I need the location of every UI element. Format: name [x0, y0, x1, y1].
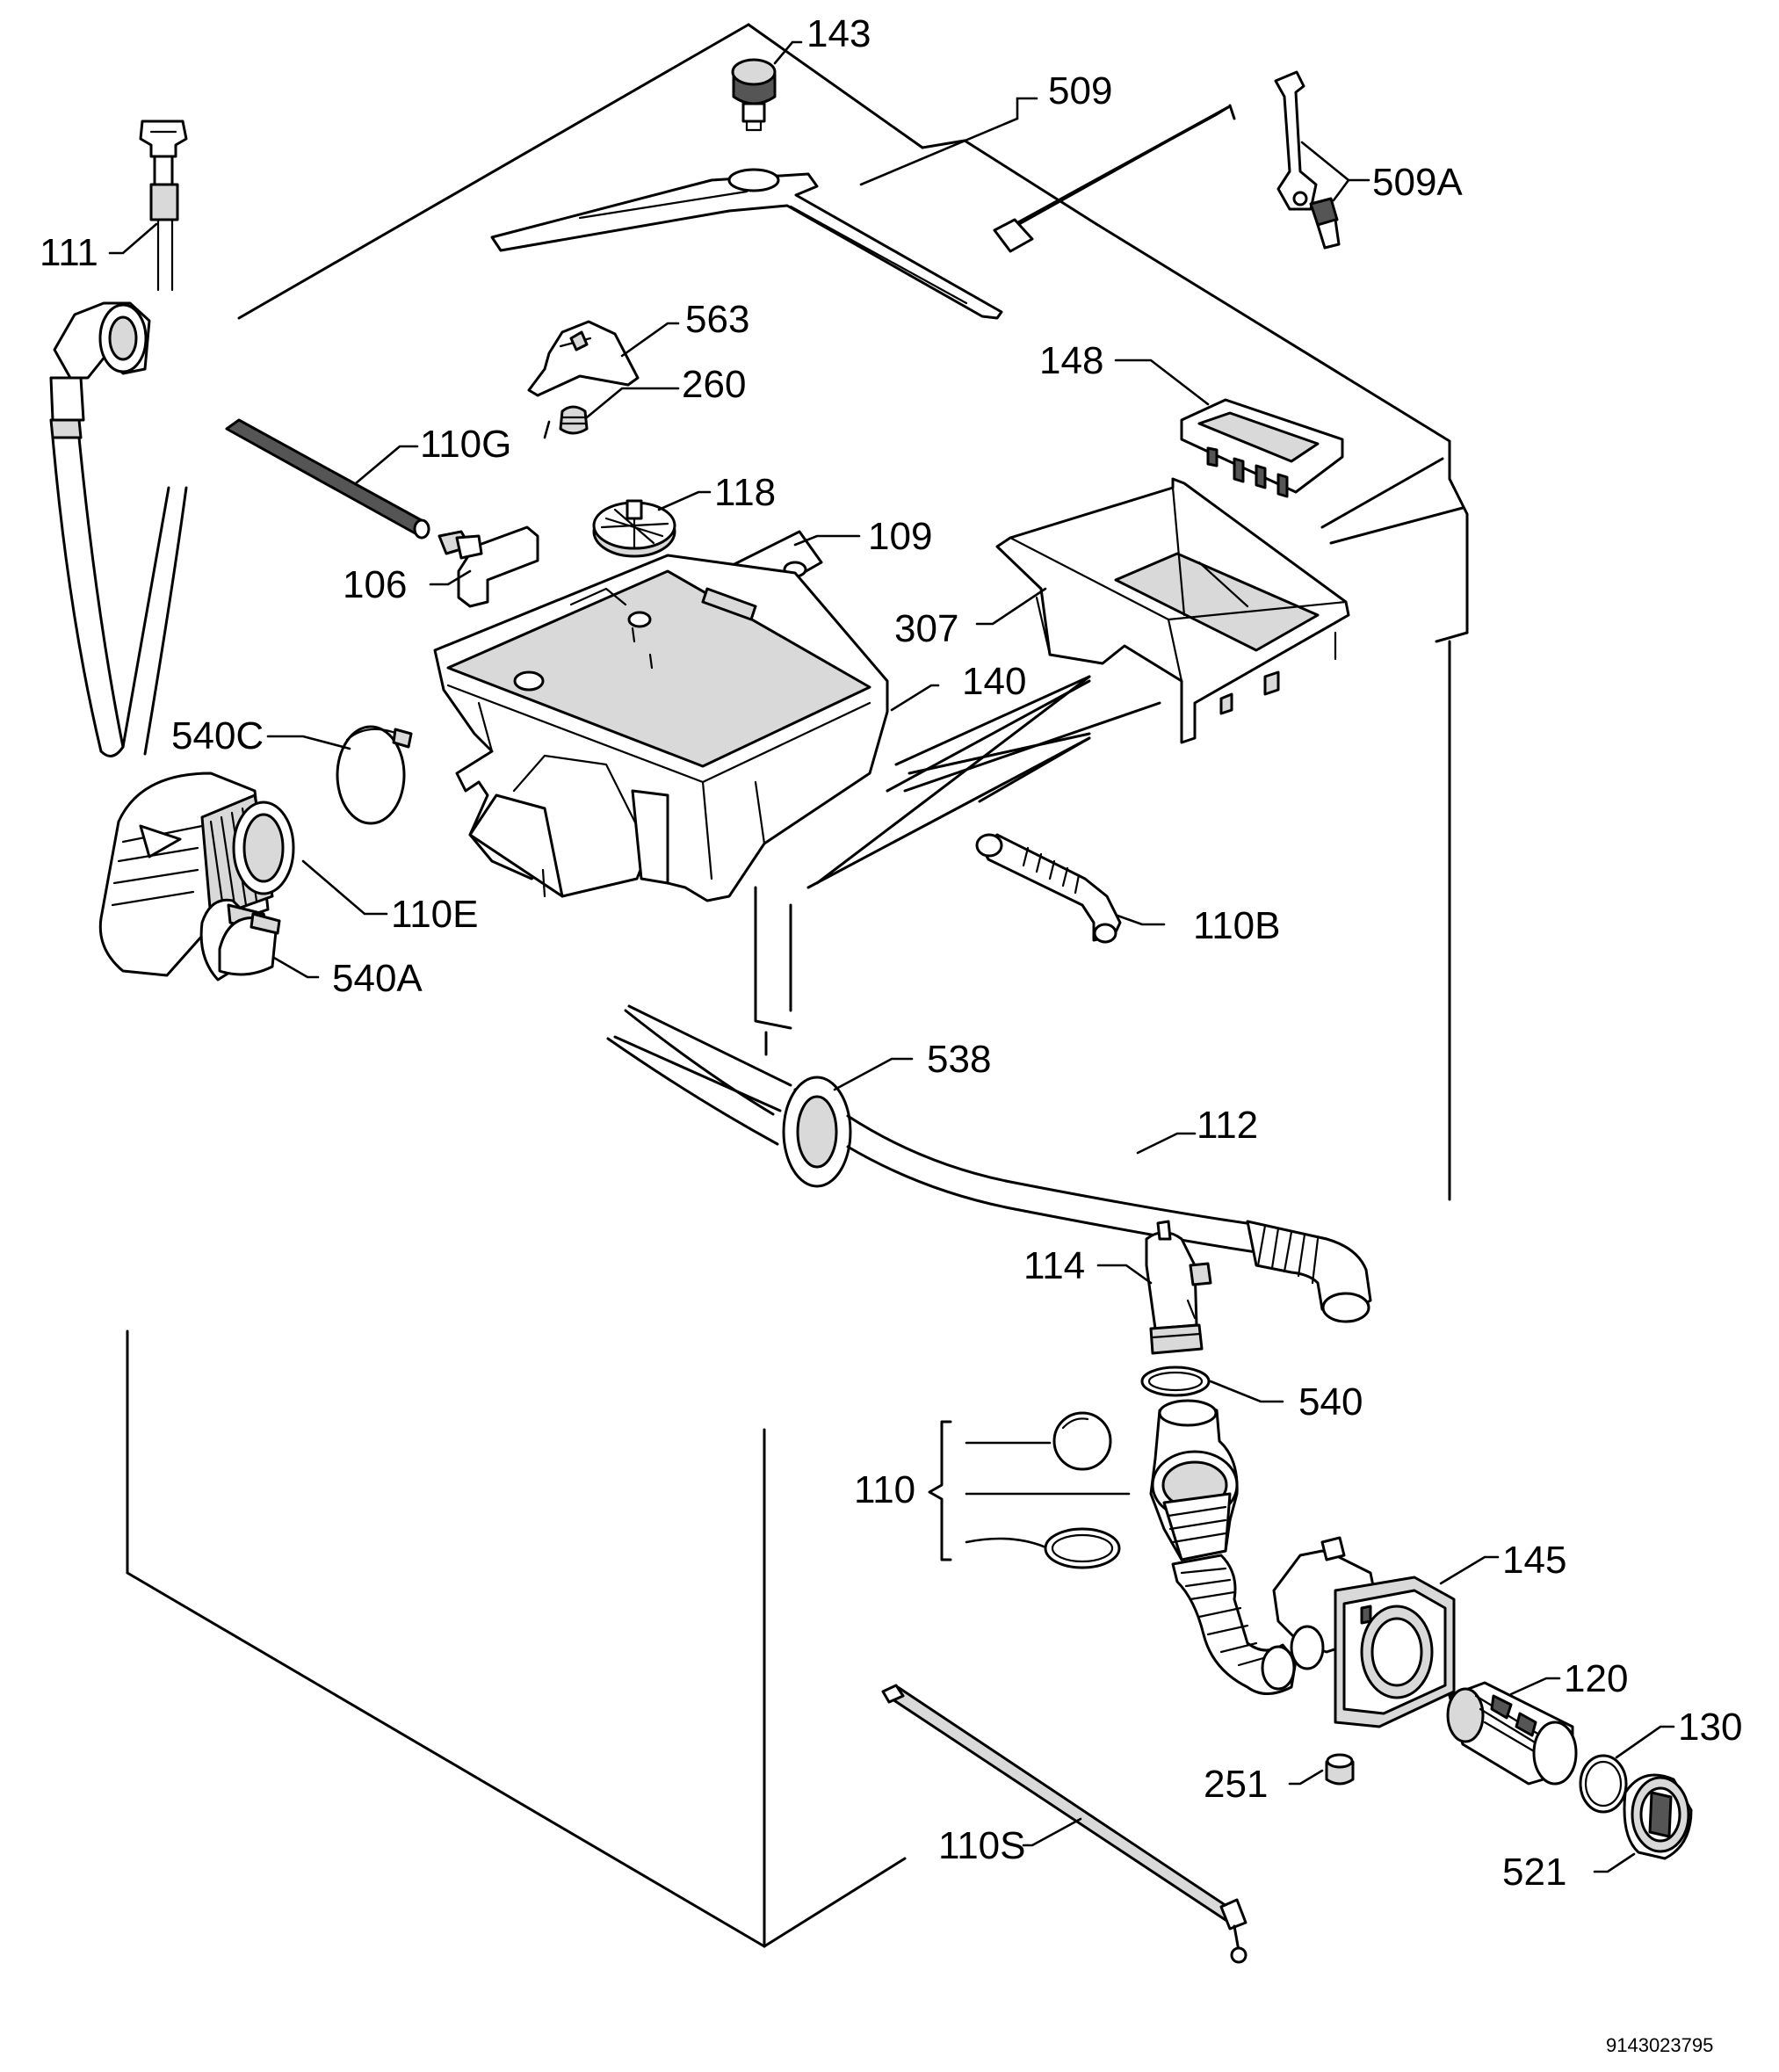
part-130-o-ring: 130	[1579, 1706, 1742, 1814]
label-538: 538	[927, 1038, 991, 1081]
part-145-pump-housing: 145	[1272, 1536, 1566, 1728]
part-260-spring: 260	[543, 363, 746, 439]
label-540C: 540C	[171, 714, 264, 757]
part-110S-rod: 110S	[881, 1684, 1247, 1964]
label-563: 563	[685, 298, 749, 341]
label-307: 307	[894, 607, 958, 650]
part-307-drawer: 307	[894, 477, 1350, 744]
label-109: 109	[868, 515, 932, 558]
label-110S: 110S	[938, 1824, 1026, 1867]
part-509-lever: 509	[490, 69, 1236, 320]
part-111-inlet-hose: 111	[40, 120, 188, 757]
part-110B-hose: 110B	[975, 833, 1281, 947]
label-509: 509	[1048, 69, 1112, 112]
label-509A: 509A	[1372, 161, 1463, 204]
document-number: 9143023795	[1606, 2034, 1713, 2056]
label-111: 111	[40, 231, 98, 274]
part-143-knob: 143	[731, 12, 871, 132]
label-110B: 110B	[1193, 904, 1281, 947]
part-540C-clamp: 540C	[171, 714, 413, 825]
label-540: 540	[1298, 1380, 1363, 1424]
label-260: 260	[682, 363, 746, 406]
label-145: 145	[1502, 1539, 1566, 1582]
part-521-filter-cap: 521	[1502, 1773, 1693, 1894]
label-118: 118	[714, 471, 776, 514]
label-106: 106	[343, 563, 407, 606]
part-148-connector: 148	[1039, 339, 1344, 498]
part-120-filter: 120	[1446, 1657, 1628, 1786]
part-509A-arm: 509A	[1274, 70, 1463, 250]
label-112: 112	[1197, 1104, 1258, 1147]
label-251: 251	[1204, 1763, 1268, 1806]
part-140-dispenser-housing: 140	[433, 554, 1026, 902]
label-120: 120	[1564, 1657, 1628, 1700]
label-110E: 110E	[391, 893, 479, 936]
label-521: 521	[1502, 1851, 1566, 1894]
part-110E-bellows: 110E	[98, 772, 479, 982]
label-540A: 540A	[332, 957, 423, 1000]
part-251-plug: 251	[1204, 1753, 1355, 1806]
cabinet-outline	[126, 23, 1469, 1948]
part-540A-clamp: 540A	[218, 912, 423, 1000]
part-118-wheel: 118	[592, 471, 776, 558]
label-148: 148	[1039, 339, 1103, 382]
label-110G: 110G	[420, 423, 511, 466]
part-540-ring: 540	[1140, 1366, 1363, 1424]
part-112-drain-hose: 112	[606, 1009, 1372, 1323]
label-114: 114	[1023, 1244, 1085, 1287]
label-140: 140	[962, 660, 1026, 703]
part-sump-body	[1149, 1399, 1298, 1695]
part-106-valve: 106	[343, 525, 539, 608]
label-110: 110	[854, 1468, 915, 1511]
part-110-group: 110	[854, 1411, 1131, 1569]
part-538-grommet: 538	[782, 1038, 991, 1188]
part-563-cover: 563	[527, 298, 749, 397]
part-110G-tube: 110G	[225, 418, 511, 540]
part-114-fitting: 114	[1023, 1220, 1212, 1355]
label-130: 130	[1678, 1706, 1742, 1749]
label-143: 143	[806, 12, 871, 55]
